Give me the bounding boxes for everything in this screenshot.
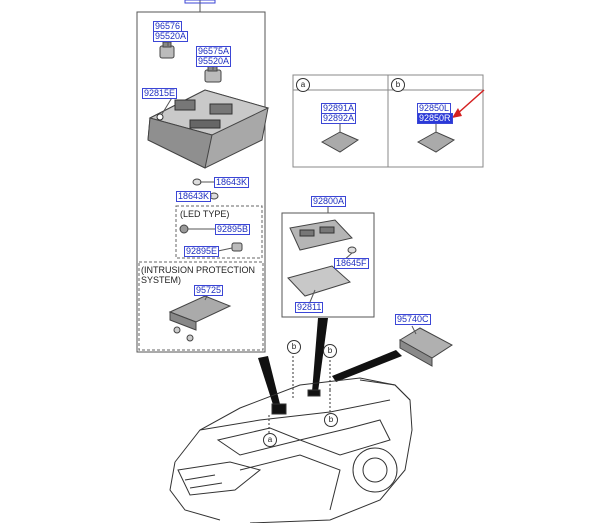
pn-92850-highlighted[interactable]: 92850R [417,113,453,124]
vehicle-outline [169,377,413,523]
callout-b-header: b [391,78,405,92]
room-lamp-92800A [289,219,353,251]
overhead-console-92815E [147,89,270,169]
pn-92811[interactable]: 92811 [295,302,324,313]
lamp-95740C [399,327,453,367]
pn-92815E[interactable]: 92815E [142,88,178,99]
pn-95520A-2[interactable]: 95520A [196,56,232,67]
pn-95740C[interactable]: 95740C [395,314,431,325]
map-lamp-b [416,131,456,153]
led-type-box [175,205,263,259]
intrusion-sensor-95725 [168,295,232,342]
pn-18645F[interactable]: 18645F [334,258,369,269]
bulb-18643K [192,178,219,200]
callout-b-car-lower: b [324,413,338,427]
pn-92895E[interactable]: 92895E [184,246,220,257]
pn-92892A[interactable]: 92892A [321,113,357,124]
main-group-box [136,11,266,353]
intrusion-label-line1: (INTRUSION PROTECTION [141,265,255,275]
pn-18643K-2[interactable]: 18643K [176,191,212,202]
callout-a-header: a [296,78,310,92]
intrusion-box [138,261,264,351]
pn-95725[interactable]: 95725 [194,285,224,296]
callout-a-car: a [263,433,277,447]
pn-95520A-1[interactable]: 95520A [153,31,189,42]
pn-92895B[interactable]: 92895B [215,224,251,235]
pn-92800A[interactable]: 92800A [311,196,347,207]
map-lamp-a [320,131,360,153]
callout-b-car-left: b [287,340,301,354]
led-type-label: (LED TYPE) [180,209,230,219]
pn-18643K-1[interactable]: 18643K [214,177,250,188]
callout-b-car-right: b [323,344,337,358]
intrusion-label-line2: SYSTEM) [141,275,182,285]
sensor-part-96576 [159,41,175,59]
highlight-arrow [456,89,485,115]
lamp-lens-92811 [287,265,351,297]
